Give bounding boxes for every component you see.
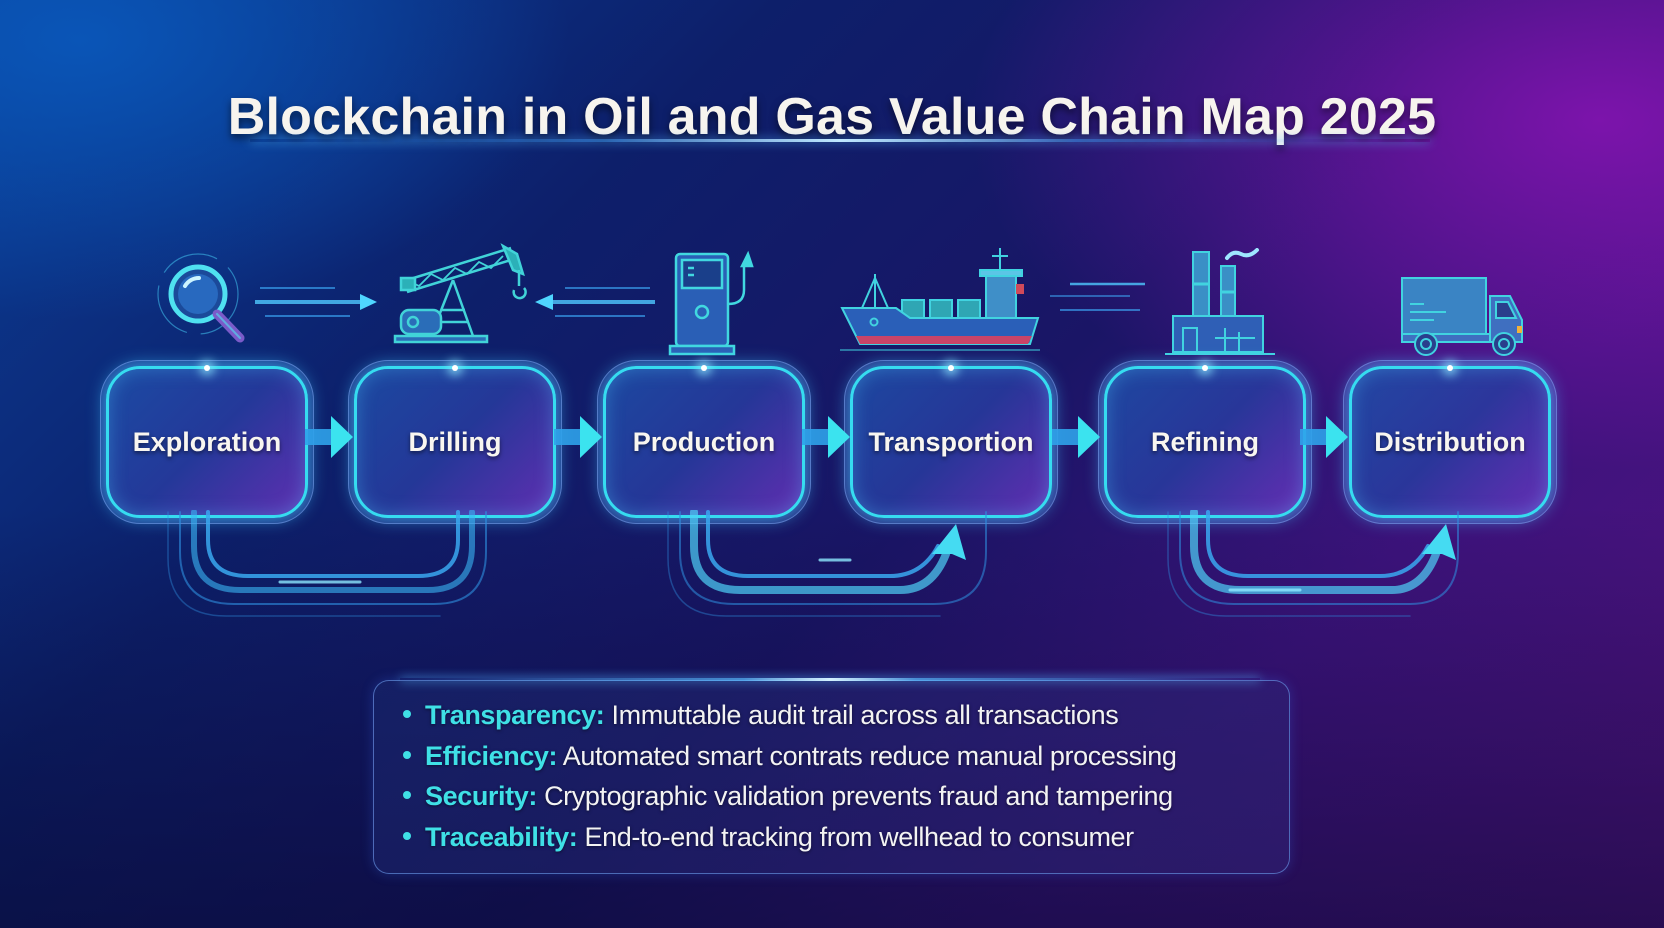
loop-arrow-flow-icon bbox=[667, 510, 987, 617]
benefit-traceability: Traceability: End-to-end tracking from w… bbox=[403, 817, 1177, 858]
arrow-right-icon bbox=[554, 416, 602, 458]
arrow-right-icon bbox=[802, 416, 850, 458]
arrow-right-icon bbox=[1052, 416, 1100, 458]
arrow-right-icon bbox=[1300, 416, 1348, 458]
bullet-icon bbox=[403, 710, 411, 719]
page-title: Blockchain in Oil and Gas Value Chain Ma… bbox=[227, 87, 1437, 146]
benefit-key: Transparency: bbox=[425, 700, 605, 730]
stage-label: Transportion bbox=[868, 426, 1034, 457]
stage-label: Refining bbox=[1151, 426, 1259, 457]
fuel-pump-icon bbox=[668, 250, 754, 356]
stage-distribution[interactable]: Distribution bbox=[1343, 360, 1557, 524]
benefit-text: Automated smart contrats reduce manual p… bbox=[562, 740, 1177, 771]
stage-refining[interactable]: Refining bbox=[1098, 360, 1312, 524]
stage-label: Drilling bbox=[408, 426, 502, 457]
magnifying-glass-icon bbox=[157, 253, 245, 343]
benefit-efficiency: Efficiency: Automated smart contrats red… bbox=[403, 736, 1177, 777]
title-underline-glow bbox=[250, 139, 1430, 142]
stage-label: Production bbox=[632, 426, 776, 457]
stage-label: Distribution bbox=[1374, 426, 1526, 457]
stage-label: Exploration bbox=[132, 426, 282, 457]
delivery-truck-icon bbox=[1401, 277, 1523, 356]
benefit-key: Efficiency: bbox=[425, 740, 558, 771]
arrow-right-icon bbox=[305, 416, 353, 458]
benefit-key: Security: bbox=[425, 781, 537, 811]
loop-back-flow-icon bbox=[167, 510, 487, 617]
bullet-icon bbox=[403, 750, 411, 759]
benefit-transparency: Transparency: Immuttable audit trail acr… bbox=[403, 695, 1177, 736]
benefit-security: Security: Cryptographic validation preve… bbox=[403, 776, 1177, 817]
bullet-icon bbox=[403, 831, 411, 840]
benefit-text: End-to-end tracking from wellhead to con… bbox=[584, 821, 1134, 852]
stage-transportation[interactable]: Transportion bbox=[844, 360, 1058, 524]
benefit-text: Immuttable audit trail across all transa… bbox=[611, 700, 1119, 730]
panel-glow-line bbox=[400, 678, 1260, 681]
speed-lines-right-icon bbox=[255, 287, 377, 317]
bullet-icon bbox=[403, 791, 411, 800]
stage-production[interactable]: Production bbox=[597, 360, 811, 524]
benefits-panel bbox=[373, 680, 1290, 874]
speed-lines-icon bbox=[1050, 282, 1145, 311]
stage-exploration[interactable]: Exploration bbox=[100, 360, 314, 524]
stage-drilling[interactable]: Drilling bbox=[348, 360, 562, 524]
benefit-text: Cryptographic validation prevents fraud … bbox=[544, 781, 1173, 811]
refinery-factory-icon bbox=[1165, 248, 1275, 355]
loop-arrow-flow-icon bbox=[1167, 510, 1459, 617]
benefits-list: Transparency: Immuttable audit trail acr… bbox=[403, 695, 1177, 857]
benefit-key: Traceability: bbox=[425, 821, 578, 852]
pumpjack-crane-icon bbox=[393, 243, 527, 344]
cargo-ship-icon bbox=[840, 248, 1040, 351]
speed-lines-left-icon bbox=[535, 287, 655, 317]
